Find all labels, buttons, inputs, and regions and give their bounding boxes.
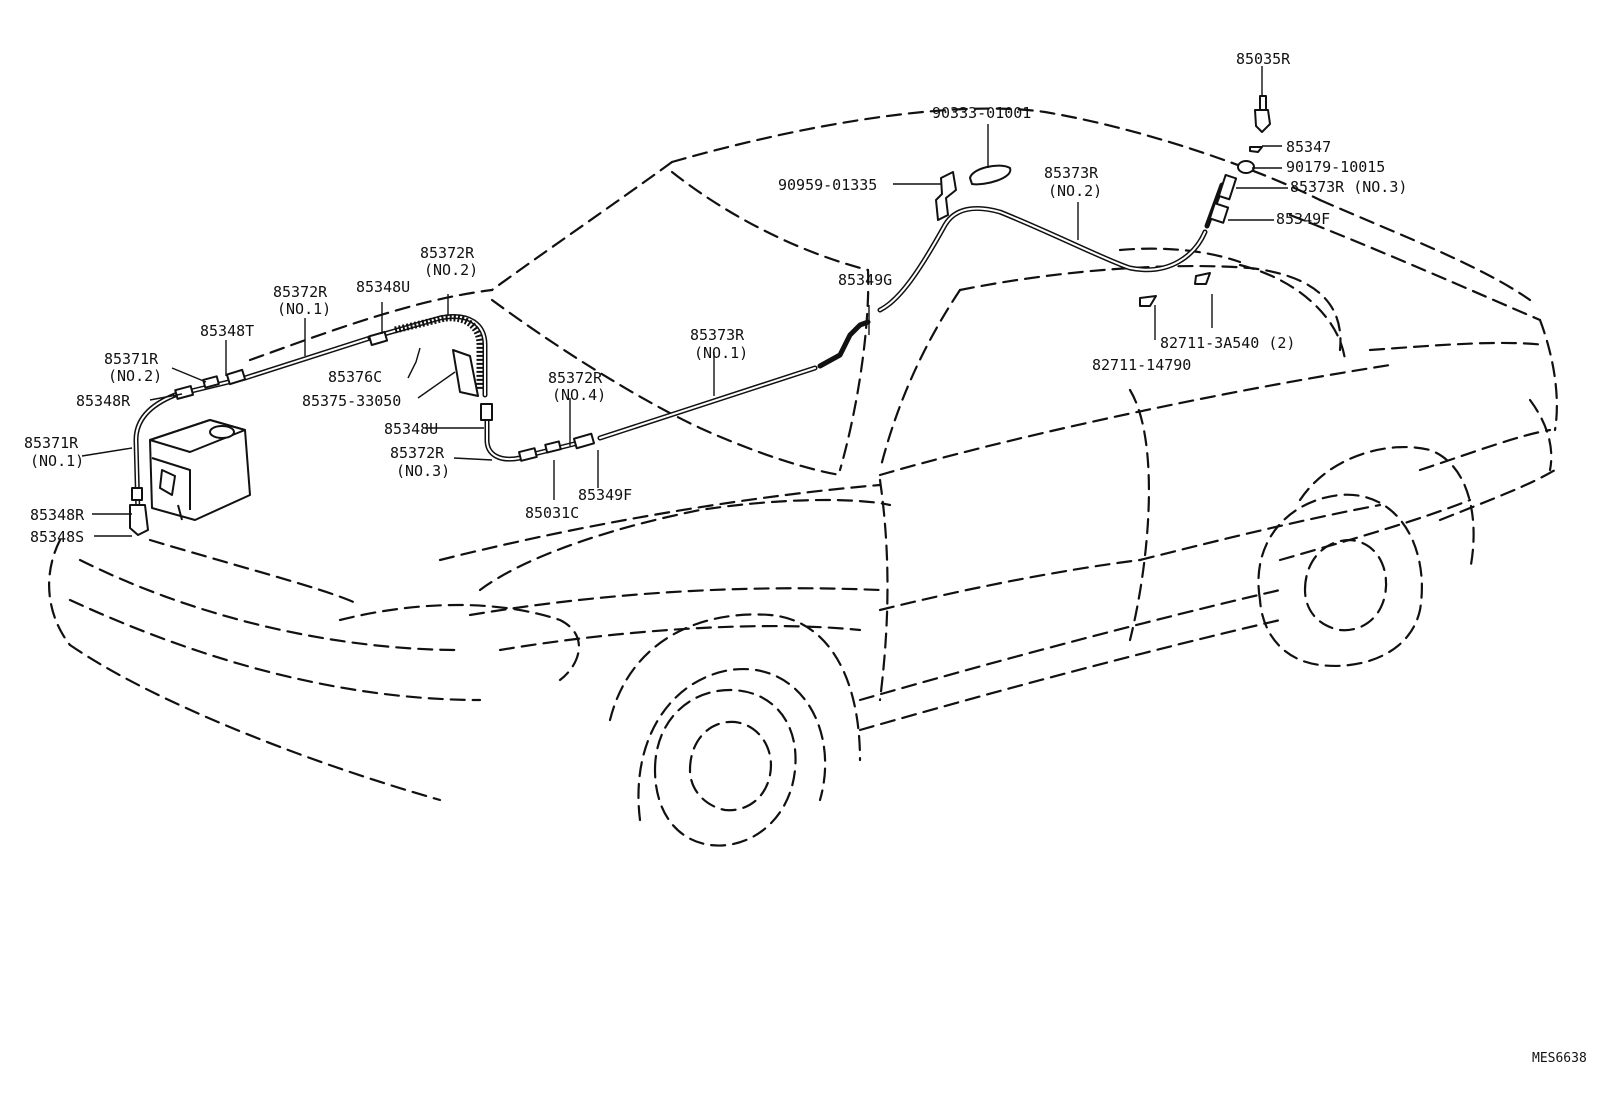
label-85035R: 85035R [1236,50,1291,68]
label-85348T: 85348T [200,322,254,340]
label-85371R-no1: 85371R [24,434,79,452]
joint-85348R-low [131,487,143,501]
car-body-outline [48,107,1558,847]
label-90333-01001: 90333-01001 [932,104,1031,122]
label-85372R-no1-sub: (NO.1) [277,300,331,318]
label-85348R-low: 85348R [30,506,85,524]
clip-82711-3A540 [1194,272,1211,285]
label-85372R-no1: 85372R [273,283,328,301]
label-85372R-no3: 85372R [390,444,445,462]
label-85372R-no4-sub: (NO.4) [552,386,606,404]
label-85371R-no2: 85371R [104,350,159,368]
label-85373R-no2: 85373R [1044,164,1099,182]
hose-85373R-no3 [1217,173,1238,201]
label-85371R-no2-sub: (NO.2) [108,367,162,385]
joint-85349F-mid [572,432,596,450]
packing-85347 [1249,146,1263,153]
grommet-90333 [969,164,1012,186]
nozzle-85035R [1254,109,1271,133]
label-85348S: 85348S [30,528,84,546]
label-90179-10015: 90179-10015 [1286,158,1385,176]
label-85372R-no4: 85372R [548,369,603,387]
label-85349F-mid: 85349F [578,486,632,504]
label-85372R-no2: 85372R [420,244,475,262]
washer-90179 [1237,160,1255,174]
label-85348U-top: 85348U [356,278,410,296]
label-85373R-no1: 85373R [690,326,745,344]
label-82711-3A540: 82711-3A540 (2) [1160,334,1295,352]
joint-85348U-top [368,330,389,347]
leader-lines [81,66,1288,537]
washer-parts [129,95,1271,536]
label-85349G: 85349G [838,271,892,289]
label-90959-01335: 90959-01335 [778,176,877,194]
joint-85348U-mid [480,403,493,421]
label-85372R-no3-sub: (NO.3) [396,462,450,480]
label-85375-33050: 85375-33050 [302,392,401,410]
hose-85372R-no4 [544,440,562,454]
label-85349F-top: 85349F [1276,210,1330,228]
elbow-85348S [129,504,149,536]
label-85373R-no1-sub: (NO.1) [694,344,748,362]
label-85371R-no1-sub: (NO.1) [30,452,84,470]
label-85348U-mid: 85348U [384,420,438,438]
diagram-reference-code: MES6638 [1532,1051,1587,1066]
label-85372R-no2-sub: (NO.2) [424,261,478,279]
washer-tank [149,419,251,521]
joint-85348T [225,368,247,386]
label-85376C: 85376C [328,368,382,386]
label-82711-14790: 82711-14790 [1092,356,1191,374]
bracket-85375 [452,349,479,397]
washer-hose-routing [133,182,1225,518]
joint-85349F-top [1208,202,1230,224]
connector-85031C [518,447,538,462]
part-labels: 85035R 90333-01001 85347 90179-10015 853… [24,50,1587,1066]
joint-85348R-top [174,385,195,400]
label-85348R-top: 85348R [76,392,131,410]
clip-90959 [935,171,957,221]
label-85347: 85347 [1286,138,1331,156]
clip-82711-14790 [1139,295,1157,307]
label-85373R-no3: 85373R (NO.3) [1290,178,1407,196]
joint-85371R-no2 [202,375,220,389]
label-85373R-no2-sub: (NO.2) [1048,182,1102,200]
label-85031C: 85031C [525,504,579,522]
